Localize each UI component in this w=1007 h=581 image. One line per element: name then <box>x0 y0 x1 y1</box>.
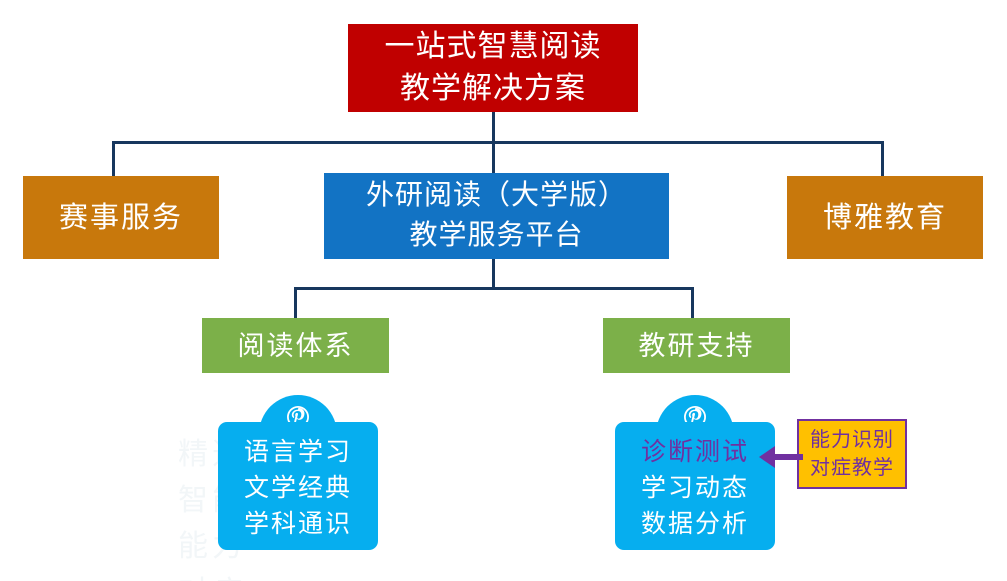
connector-to-teaching-research <box>691 287 694 319</box>
node-reading-system[interactable]: 阅读体系 <box>202 318 389 373</box>
node-root-line-2: 教学解决方案 <box>400 72 586 105</box>
node-reading-system-label: 阅读体系 <box>237 330 354 361</box>
connector-tier2-bus <box>112 141 884 144</box>
node-liberal-arts-education-label: 博雅教育 <box>822 201 947 234</box>
connector-to-left-branch <box>112 141 115 176</box>
callout-line-1: 能力识别 <box>810 429 894 451</box>
connector-center-stem <box>492 258 495 290</box>
reading-detail-line-3: 学科通识 <box>243 511 352 538</box>
connector-tier3-bus <box>294 287 694 290</box>
reading-detail-line-1: 语言学习 <box>243 439 352 466</box>
node-liberal-arts-education[interactable]: 博雅教育 <box>787 176 983 259</box>
reading-detail-line-2: 文学经典 <box>243 475 352 502</box>
node-reading-platform-line-2: 教学服务平台 <box>409 220 584 251</box>
connector-to-right-branch <box>881 141 884 176</box>
connector-root-stem <box>492 112 495 144</box>
connector-to-reading-system <box>294 287 297 319</box>
node-ability-callout[interactable]: 能力识别 对症教学 <box>797 419 907 489</box>
node-teaching-research-detail[interactable]: 诊断测试 学习动态 数据分析 <box>615 422 775 550</box>
node-teaching-research-label: 教研支持 <box>638 330 755 361</box>
node-root-line-1: 一站式智慧阅读 <box>384 30 602 63</box>
callout-arrow-line <box>775 454 803 460</box>
callout-arrow-head <box>759 446 775 468</box>
node-reading-system-detail[interactable]: 语言学习 文学经典 学科通识 <box>218 422 378 550</box>
node-competition-service[interactable]: 赛事服务 <box>23 176 219 259</box>
research-detail-line-1: 诊断测试 <box>640 439 749 466</box>
connector-to-center-branch <box>492 141 495 176</box>
research-detail-line-2: 学习动态 <box>640 475 749 502</box>
node-teaching-research-support[interactable]: 教研支持 <box>603 318 790 373</box>
node-reading-platform[interactable]: 外研阅读（大学版） 教学服务平台 <box>324 173 669 259</box>
research-detail-line-3: 数据分析 <box>640 511 749 538</box>
node-reading-platform-line-1: 外研阅读（大学版） <box>365 180 627 211</box>
callout-line-2: 对症教学 <box>810 457 894 479</box>
node-root[interactable]: 一站式智慧阅读 教学解决方案 <box>348 24 638 112</box>
node-competition-service-label: 赛事服务 <box>58 201 183 234</box>
